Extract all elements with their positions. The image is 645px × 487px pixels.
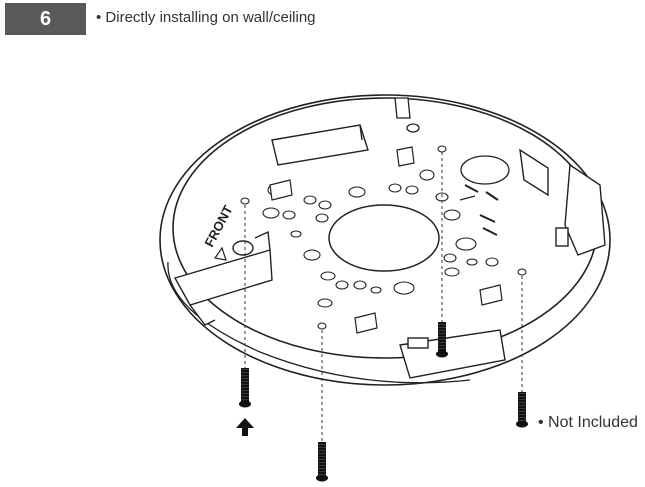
screw-hole-markers <box>240 145 527 330</box>
front-arrow-icon <box>213 246 227 261</box>
top-notch <box>394 97 420 133</box>
screw-left <box>239 368 251 408</box>
center-hole <box>328 204 440 272</box>
left-bracket <box>173 230 273 326</box>
right-bracket <box>519 148 606 256</box>
screw-center <box>436 322 448 358</box>
block-features <box>269 146 503 334</box>
screw-bottom <box>316 442 328 482</box>
up-arrow-icon <box>236 418 254 436</box>
screw-right <box>516 392 528 428</box>
plate-printed-marks <box>464 184 499 236</box>
sticker-circle <box>460 155 510 185</box>
bottom-tab <box>399 329 506 379</box>
top-slot <box>271 124 369 166</box>
step-title: • Directly installing on wall/ceiling <box>96 9 316 26</box>
step-number-badge: 6 <box>5 3 86 35</box>
not-included-note: • Not Included <box>538 414 638 431</box>
screw-guides <box>244 152 523 442</box>
